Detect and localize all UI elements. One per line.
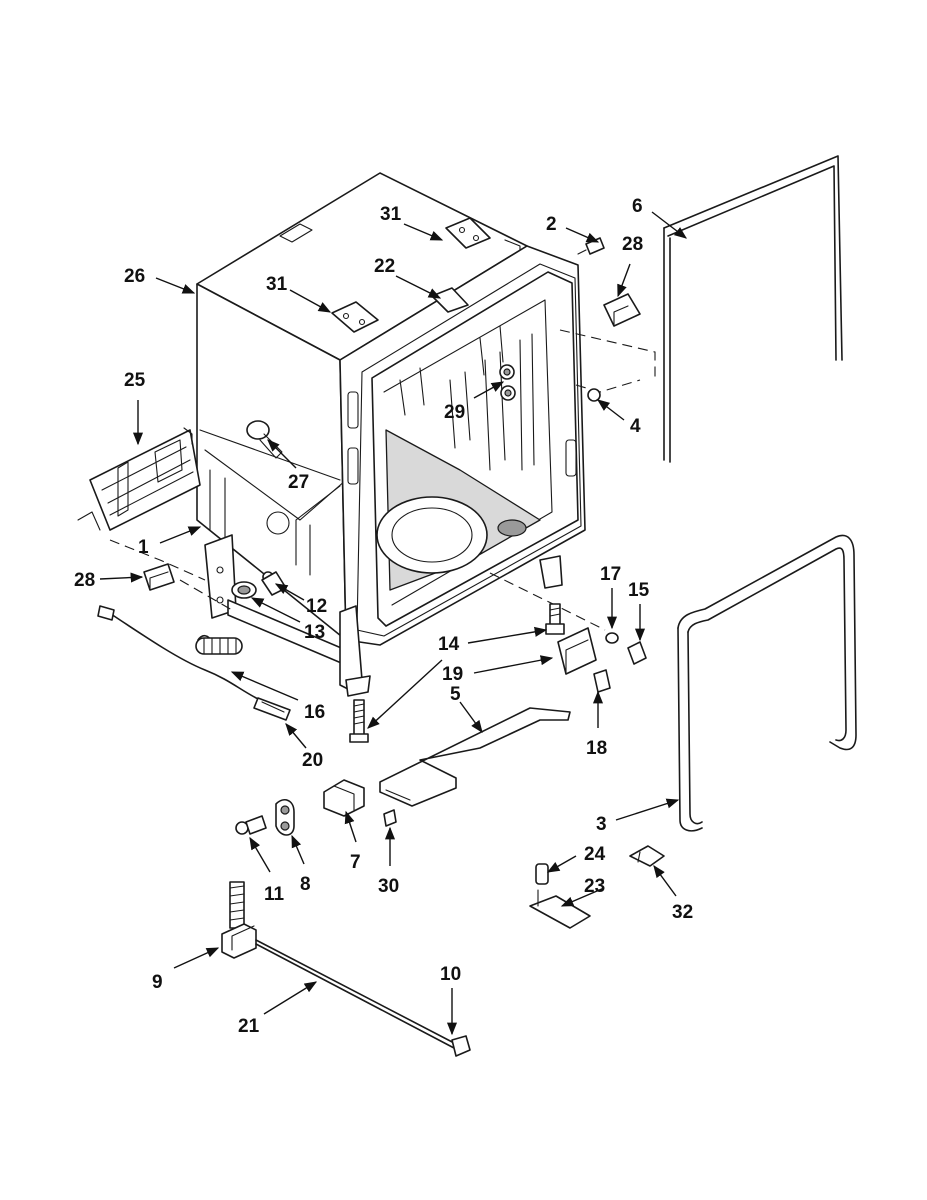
top-hinge-bracket-right [445,217,491,249]
callout-17: 17 [600,564,621,585]
callout-10: 10 [440,964,461,985]
callout-29: 29 [444,402,465,423]
door-gasket-loop [677,534,857,832]
callout-27: 27 [288,472,309,493]
callout-14: 14 [438,634,460,655]
callout-13: 13 [304,622,325,643]
screw-11 [235,815,267,835]
callout-31-right: 31 [380,204,402,225]
clip-32 [629,845,665,867]
callout-24: 24 [584,844,606,865]
callout-20: 20 [302,750,323,771]
screw-15 [627,641,647,665]
callout-4: 4 [630,416,641,437]
callout-30: 30 [378,876,399,897]
callout-31-left: 31 [266,274,288,295]
washer-17 [605,632,619,644]
callout-21: 21 [238,1016,260,1037]
leveling-leg-right [545,603,565,635]
rod-end-10 [451,1035,471,1057]
float-rod-21 [255,939,457,1049]
callout-8: 8 [300,874,311,895]
callout-28-right: 28 [622,234,643,255]
callout-25: 25 [124,370,146,391]
callout-16: 16 [304,702,325,723]
callout-3: 3 [596,814,607,835]
tub-assembly [196,172,586,697]
grommet-pair-8 [275,799,295,836]
callout-19: 19 [442,664,463,685]
panel-clip-30 [383,809,397,827]
callout-9: 9 [152,972,163,993]
callout-2: 2 [546,214,557,235]
callout-23: 23 [584,876,605,897]
callout-5: 5 [450,684,461,705]
screw-18 [593,669,611,693]
callout-labels: 1 2 3 4 5 6 7 8 9 10 11 12 13 14 15 16 1… [74,196,693,1037]
callout-7: 7 [350,852,361,873]
callout-22: 22 [374,256,395,277]
leveling-leg-left [349,699,369,743]
spacer-block-left [143,563,175,591]
side-bracket-panel [77,427,201,531]
callout-leaders [99,211,688,1036]
hole-plug [587,388,601,402]
grommet-13 [231,581,257,599]
strike-washers [499,364,516,401]
power-cord-with-strain-relief [97,605,291,721]
callout-11: 11 [264,884,285,905]
pin-24 [535,863,549,885]
coil-spring [195,634,243,655]
callout-32: 32 [672,902,693,923]
side-bracket-19 [557,627,597,675]
float-switch-assembly [221,881,257,959]
callout-6: 6 [632,196,643,217]
callout-15: 15 [628,580,650,601]
callout-26: 26 [124,266,145,287]
lower-toe-panel [379,707,571,807]
terminal-block-7 [323,779,365,817]
top-hinge-bracket-left [331,301,379,333]
clip-bracket-23 [529,889,591,929]
tub-gasket-strip [663,155,843,463]
screw-2 [577,237,605,255]
spacer-block-right [603,293,641,327]
callout-12: 12 [306,596,327,617]
callout-28-left: 28 [74,570,95,591]
callout-1: 1 [138,537,149,558]
callout-18: 18 [586,738,607,759]
